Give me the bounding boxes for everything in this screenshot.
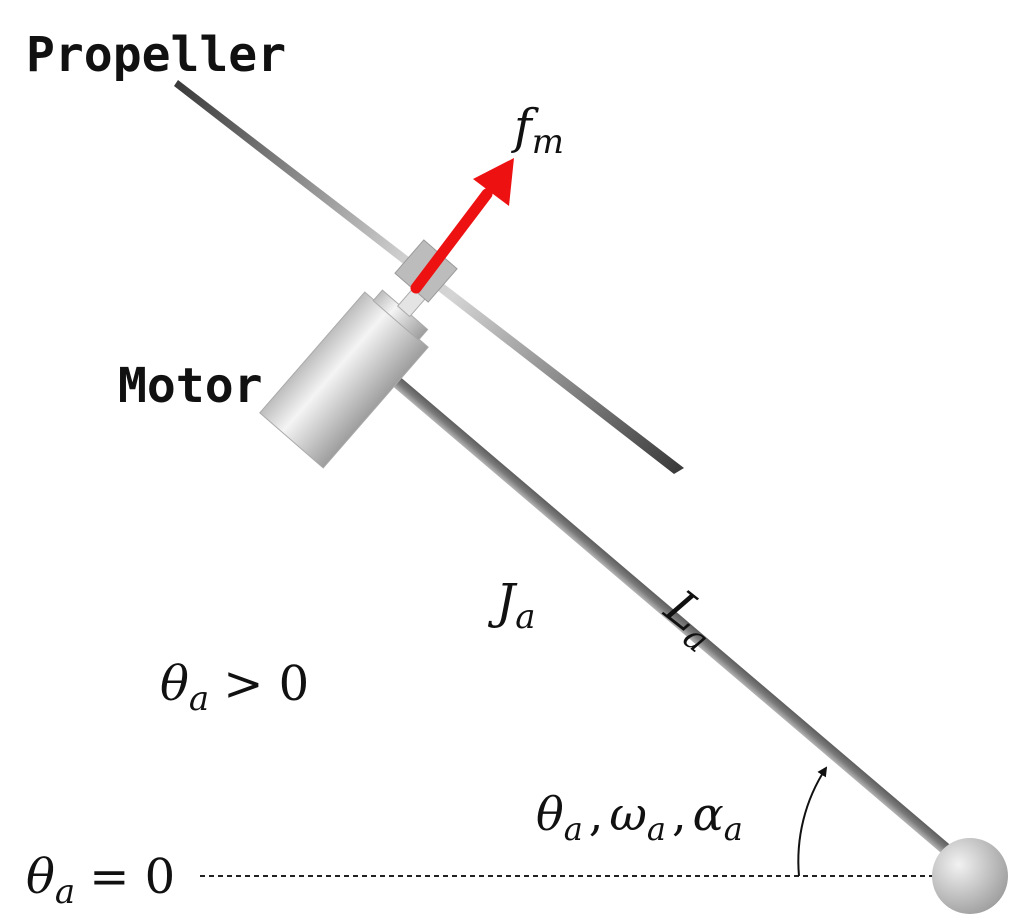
propeller-label: Propeller (26, 27, 286, 83)
angle-arc (797, 766, 828, 877)
motor-label: Motor (118, 358, 263, 414)
force-arrow (410, 158, 514, 294)
theta-positive-label: θa> 0 (160, 656, 309, 719)
state-variables-label: θa,ωa,αa (536, 787, 743, 848)
pendulum-rod (354, 344, 972, 873)
force-label: fm (511, 99, 564, 162)
pivot-joint (932, 838, 1008, 914)
motor (259, 284, 429, 469)
inertia-label: Ja (487, 574, 536, 637)
theta-zero-label: θa= 0 (26, 849, 175, 912)
